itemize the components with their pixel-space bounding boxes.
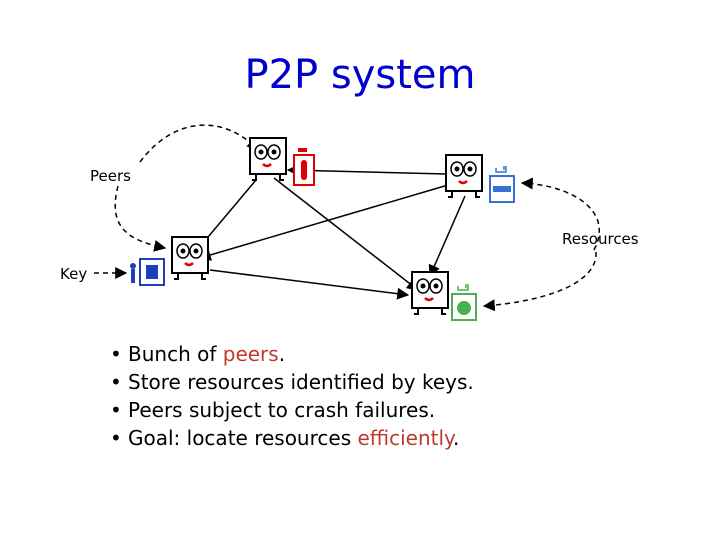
peers-pointer-dashed [114, 185, 167, 252]
peer-icon [444, 153, 484, 199]
link-line [209, 269, 410, 300]
annotation-curves [94, 124, 600, 312]
resources-pointer-dashed [520, 177, 600, 251]
peer-icon [410, 270, 450, 316]
resource-blue-icon [489, 166, 515, 203]
resource-red-icon [293, 148, 315, 186]
bullet-item: Bunch of peers. [110, 340, 474, 368]
link-line [428, 195, 466, 278]
peer-icon [248, 136, 288, 182]
bullet-item: Goal: locate resources efficiently. [110, 424, 474, 452]
resource-green-icon [451, 284, 477, 321]
bullet-list: Bunch of peers. Store resources identifi… [110, 340, 474, 452]
key-icon [130, 258, 165, 286]
resources-pointer-dashed [482, 251, 597, 312]
slide-title: P2P system [244, 52, 476, 98]
bullet-item: Peers subject to crash failures. [110, 396, 474, 424]
peers-pointer-dashed [139, 124, 259, 163]
key-label: Key [60, 265, 87, 283]
link-line [198, 184, 449, 261]
bullet-item: Store resources identified by keys. [110, 368, 474, 396]
resources-label: Resources [562, 230, 639, 248]
link-line [273, 177, 419, 291]
peers-label: Peers [90, 167, 131, 185]
peer-icon [170, 235, 210, 281]
